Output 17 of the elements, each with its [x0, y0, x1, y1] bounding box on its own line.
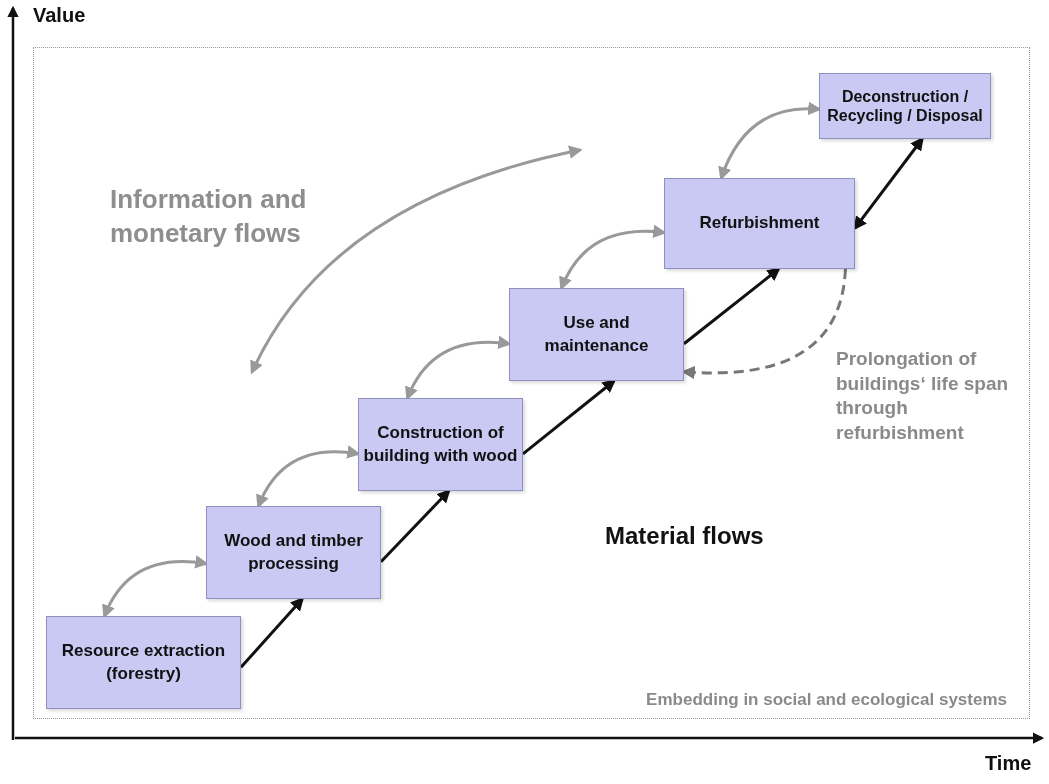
- arrow: [522, 379, 617, 455]
- axis-label: Time: [985, 752, 1032, 775]
- arrow: [379, 489, 451, 563]
- axis-label: Value: [33, 4, 86, 27]
- arrow: [239, 597, 305, 669]
- stage-box: Deconstruction / Recycling / Disposal: [819, 73, 991, 139]
- stage-box: Construction of building with wood: [358, 398, 523, 491]
- annotation-text: Information and monetary flows: [110, 183, 308, 250]
- stage-box: Wood and timber processing: [206, 506, 381, 599]
- stage-box: Resource extraction (forestry): [46, 616, 241, 709]
- frame-label: Embedding in social and ecological systems: [646, 690, 1007, 710]
- annotation-text: Prolongation of buildings‘ life span through refurbishment: [836, 347, 1010, 446]
- arrow: [683, 267, 781, 345]
- annotation-text: Material flows: [605, 522, 764, 550]
- stage-box: Use and maintenance: [509, 288, 684, 381]
- stage-box: Refurbishment: [664, 178, 855, 269]
- system-boundary-frame: [33, 47, 1030, 719]
